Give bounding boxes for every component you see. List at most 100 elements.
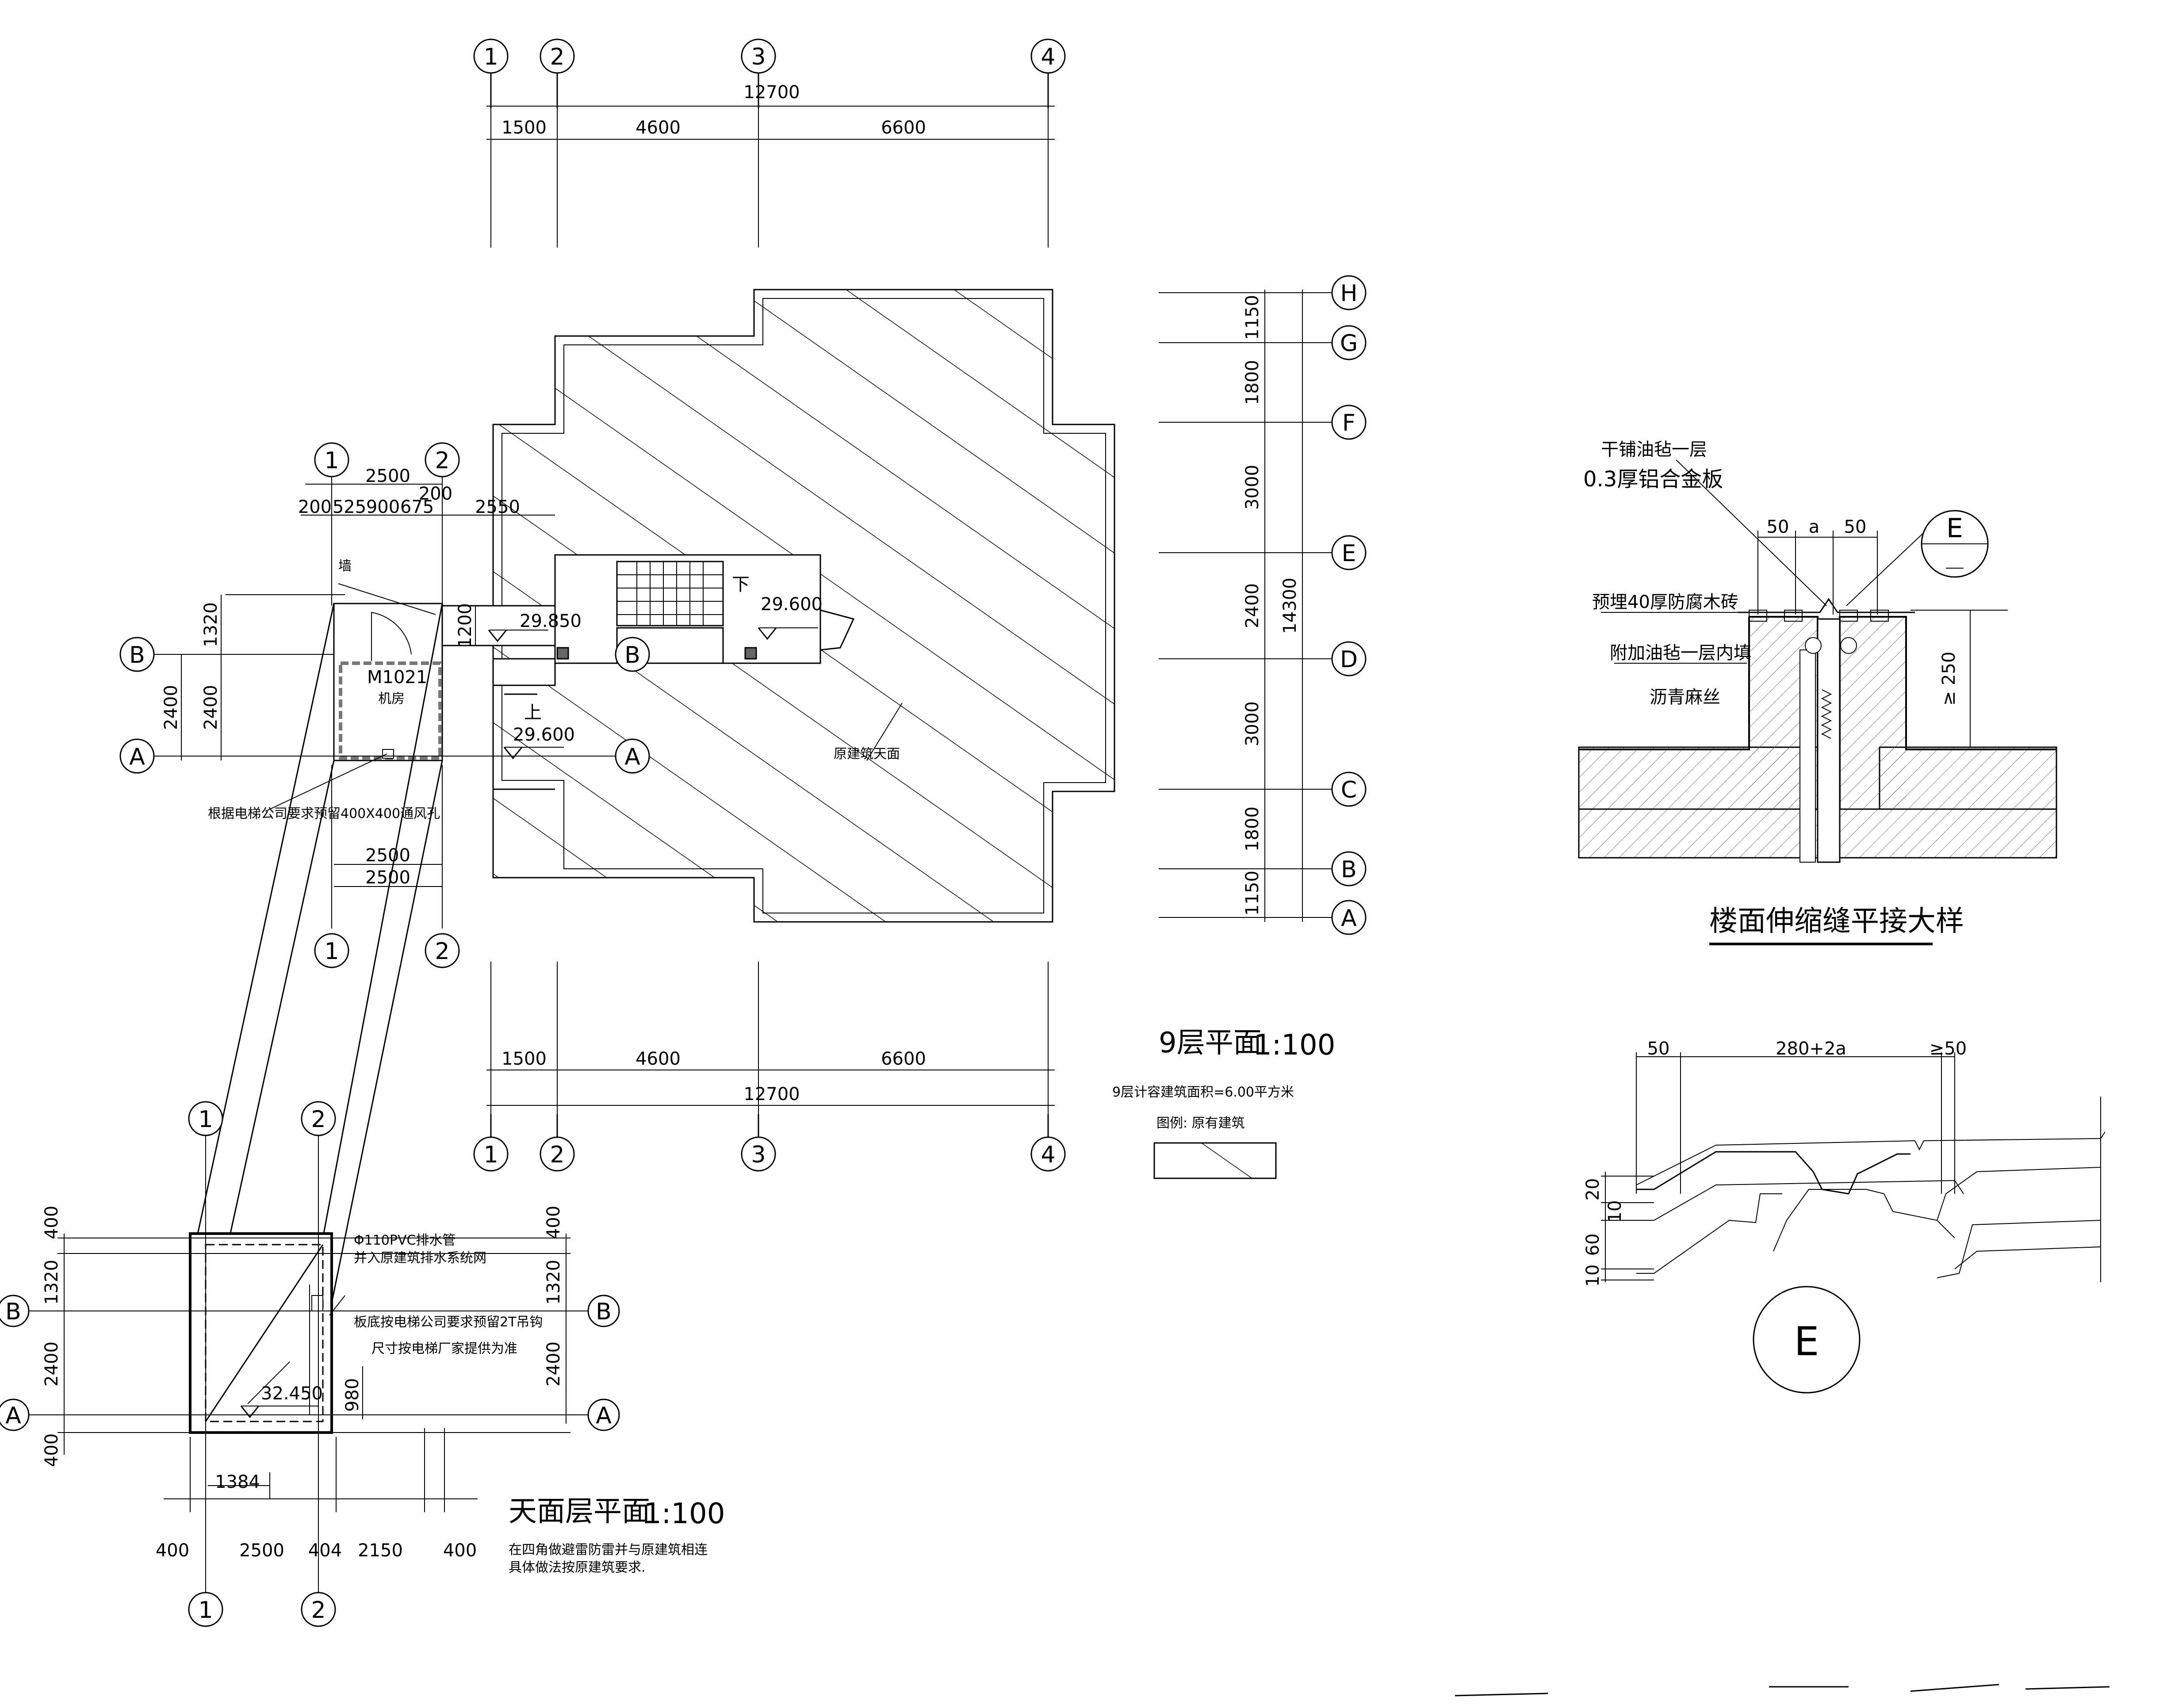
axis-label: D: [1340, 646, 1358, 673]
dim-label: 10: [1583, 1265, 1603, 1287]
dim-label: 2400: [201, 685, 221, 730]
dim-label: 2550: [475, 497, 520, 517]
dim-label: 2400: [544, 1341, 564, 1387]
dim-label: 1320: [201, 602, 221, 647]
room-note: 根据电梯公司要求预留400X400通风孔: [208, 806, 440, 822]
dim-label: 200: [419, 484, 452, 504]
plan9-area-note: 9层计容建筑面积=6.00平方米: [1112, 1085, 1294, 1100]
axis-label: A: [129, 744, 145, 770]
dim-label: 1500: [502, 1049, 547, 1069]
detail-label: 预埋40厚防腐木砖: [1592, 592, 1738, 612]
axis-label: 2: [435, 938, 449, 965]
axis-label: 3: [751, 44, 766, 70]
room-name: 机房: [378, 691, 405, 707]
dim-label: 1150: [1242, 295, 1263, 340]
detail-e-texts: 50 280+2a ≥50 20 10 60 10 E: [1583, 1039, 1967, 1365]
roof-title: 天面层平面: [509, 1495, 650, 1528]
axis-label: A: [624, 744, 640, 770]
callout-label: E: [1794, 1318, 1819, 1365]
dim-label: 6600: [881, 1049, 926, 1069]
dim-label: 2400: [1242, 583, 1263, 628]
plan9-drawing: [146, 106, 1336, 1347]
axis-label: 4: [1041, 1142, 1055, 1168]
dim-total-top: 12700: [743, 82, 800, 103]
roof-texts: 1 2 1 2 B A B A Φ110PVC排水管 并入原建筑排水系统网 板底…: [5, 1106, 725, 1624]
axis-label: C: [1341, 777, 1357, 803]
dim-label: 2400: [161, 685, 181, 730]
detail-e-drawing: [1601, 1052, 2106, 1394]
hook-note: 尺寸按电梯厂家提供为准: [371, 1341, 517, 1356]
detail-label: 0.3厚铝合金板: [1583, 467, 1723, 492]
stair-up-label: 上: [524, 703, 542, 723]
dim-label: 60: [1583, 1234, 1603, 1256]
dim-label: 525: [333, 497, 366, 517]
axis-label: B: [596, 1299, 612, 1325]
detail-label: 附加油毡一层内填: [1610, 643, 1751, 663]
axis-label: B: [5, 1299, 21, 1325]
edge-marks: [1455, 1684, 2110, 1697]
dim-label: 2500: [365, 867, 410, 888]
roof-plan-drawing: [22, 1114, 597, 1596]
dim-label: 2400: [42, 1341, 62, 1387]
elevation-label: 29.600: [513, 725, 575, 745]
joint-detail-title: 楼面伸缩缝平接大样: [1709, 905, 1964, 938]
roof-note: 在四角做避雷防雷并与原建筑相连: [509, 1542, 708, 1558]
dim-label: a: [1809, 517, 1820, 537]
dim-label: ≥ 250: [1939, 652, 1959, 706]
dim-label: 4600: [636, 118, 681, 138]
dim-label: 400: [443, 1540, 477, 1561]
axis-label: 1: [324, 447, 339, 474]
dim-label: 3000: [1242, 465, 1263, 510]
axis-label: 4: [1041, 44, 1055, 70]
dim-label: 1384: [215, 1472, 260, 1492]
dim-label: 400: [42, 1206, 62, 1239]
dim-label: 2500: [365, 845, 410, 866]
dim-label: 400: [156, 1540, 189, 1561]
dim-label: ≥50: [1930, 1039, 1967, 1059]
dim-label: 1150: [1242, 871, 1263, 916]
axis-label: 1: [483, 44, 498, 70]
dim-total-right: 14300: [1280, 577, 1300, 634]
dim-label: 50: [1767, 517, 1789, 537]
dim-label: 1200: [455, 603, 475, 648]
axis-label: 2: [550, 44, 564, 70]
dim-label: 1800: [1242, 806, 1263, 852]
machine-room: [333, 603, 443, 761]
legend-label: 图例: 原有建筑: [1156, 1116, 1245, 1131]
dim-label: 3000: [1242, 701, 1263, 746]
roof-scale: 1:100: [643, 1498, 725, 1530]
existing-roof-label: 原建筑天面: [834, 746, 900, 762]
callout-label: E: [1946, 513, 1963, 544]
axis-label: 2: [311, 1597, 325, 1624]
dim-label: 200: [298, 497, 332, 517]
axis-label: 1: [198, 1597, 213, 1624]
axis-label: A: [596, 1402, 612, 1429]
dim-label: 980: [342, 1378, 363, 1412]
existing-building-inner: [502, 298, 1106, 913]
joint-detail-texts: 干铺油毡一层 0.3厚铝合金板 预埋40厚防腐木砖 附加油毡一层内填 沥青麻丝 …: [1583, 439, 1964, 938]
axis-label: B: [1341, 856, 1357, 883]
dim-label: 2500: [239, 1540, 284, 1561]
axis-label: 2: [550, 1142, 564, 1168]
dim-label: 50: [1647, 1039, 1670, 1059]
axis-label: 1: [324, 938, 339, 965]
dim-label: 400: [544, 1206, 564, 1239]
axis-label: 3: [751, 1142, 766, 1168]
dim-label: 1500: [502, 118, 547, 138]
roof-elevation: 32.450: [261, 1383, 323, 1404]
dim-label: 1800: [1242, 360, 1263, 405]
dim-label: 6600: [881, 118, 926, 138]
dim-label: 2150: [358, 1540, 403, 1561]
plan9-texts: 1 2 3 4 1 2 3 4 H G F E D C B A B A B A …: [129, 44, 1358, 1168]
dim-total-bottom: 12700: [743, 1084, 800, 1104]
dim-label: 404: [308, 1540, 342, 1561]
joint-detail-drawing: [1578, 459, 2057, 945]
dim-label: 50: [1844, 517, 1867, 537]
detail-label: 沥青麻丝: [1650, 687, 1720, 707]
dim-label: 1320: [544, 1260, 564, 1305]
plan9-axis-bubbles: [119, 38, 1367, 1172]
axis-label: A: [1341, 905, 1357, 932]
hook-note: 板底按电梯公司要求预留2T吊钩: [354, 1314, 543, 1330]
axis-label: 2: [435, 447, 449, 474]
dim-label: 10: [1605, 1200, 1625, 1223]
